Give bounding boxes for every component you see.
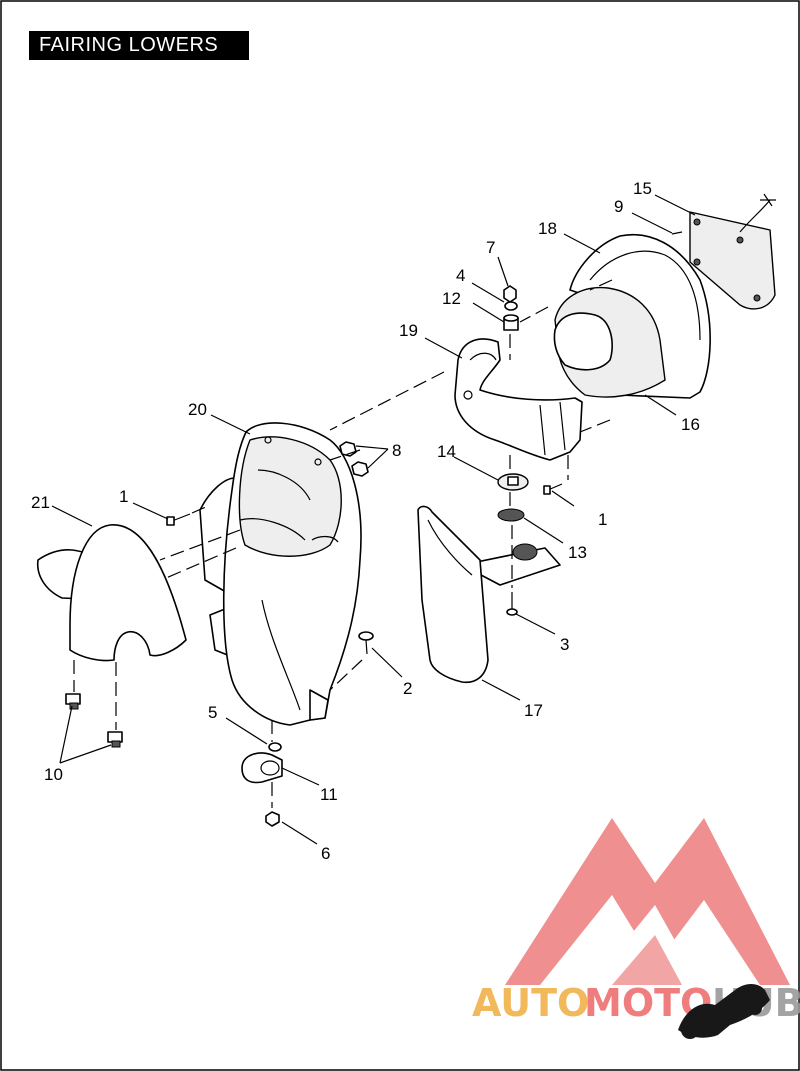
callout-18: 18 [538, 219, 557, 238]
callout-12: 12 [442, 289, 461, 308]
callout-3: 3 [560, 635, 569, 654]
callout-11: 11 [320, 785, 338, 804]
callout-13: 13 [568, 543, 587, 562]
watermark-auto: AUTO [472, 981, 589, 1025]
part-1-screw-left [166, 513, 191, 526]
part-21-fairing-cap [36, 524, 187, 662]
callout-14: 14 [437, 442, 456, 461]
callout-leaders [51, 194, 696, 845]
callout-6: 6 [321, 844, 330, 863]
part-10-clips [65, 693, 123, 748]
part-1-screw-right [543, 483, 563, 495]
callout-labels: 1 1 2 3 4 5 6 7 8 9 10 11 12 13 14 15 16… [31, 179, 700, 863]
part-2-screw [358, 631, 374, 655]
part-15-lid [689, 193, 776, 310]
part-16-liner [553, 286, 666, 398]
part-12-spacer [503, 314, 519, 331]
part-14-grommet [497, 473, 529, 491]
callout-8: 8 [392, 441, 401, 460]
callout-16: 16 [681, 415, 700, 434]
part-3-screw [506, 592, 518, 616]
callout-1-right: 1 [598, 510, 607, 529]
callout-9: 9 [614, 197, 623, 216]
part-20-lower-fairing [199, 422, 362, 726]
part-9-screw [671, 231, 683, 235]
part-5-washer [268, 742, 282, 752]
part-6-nut [265, 811, 280, 827]
callout-20: 20 [188, 400, 207, 419]
part-17-lower-cover [417, 505, 561, 684]
part-11-clamp [241, 752, 283, 784]
page-title: FAIRING LOWERS [29, 31, 249, 60]
callout-19: 19 [399, 321, 418, 340]
callout-5: 5 [208, 703, 217, 722]
callout-1-left: 1 [119, 487, 128, 506]
motorcycle-rider-icon [678, 984, 770, 1039]
callout-4: 4 [456, 266, 465, 285]
callout-21: 21 [31, 493, 50, 512]
callout-7: 7 [486, 238, 495, 257]
watermark-triangle-icon [505, 818, 790, 985]
callout-2: 2 [403, 679, 412, 698]
part-19-bracket [454, 338, 583, 461]
callout-17: 17 [524, 701, 543, 720]
part-7-nut [503, 285, 517, 303]
watermark-logo: AUTO MOTO HUB [472, 818, 800, 1039]
callout-10: 10 [44, 765, 63, 784]
callout-15: 15 [633, 179, 652, 198]
assembly-lines [73, 279, 613, 808]
part-4-washer [504, 301, 518, 311]
part-13-lock-washer [497, 508, 525, 522]
